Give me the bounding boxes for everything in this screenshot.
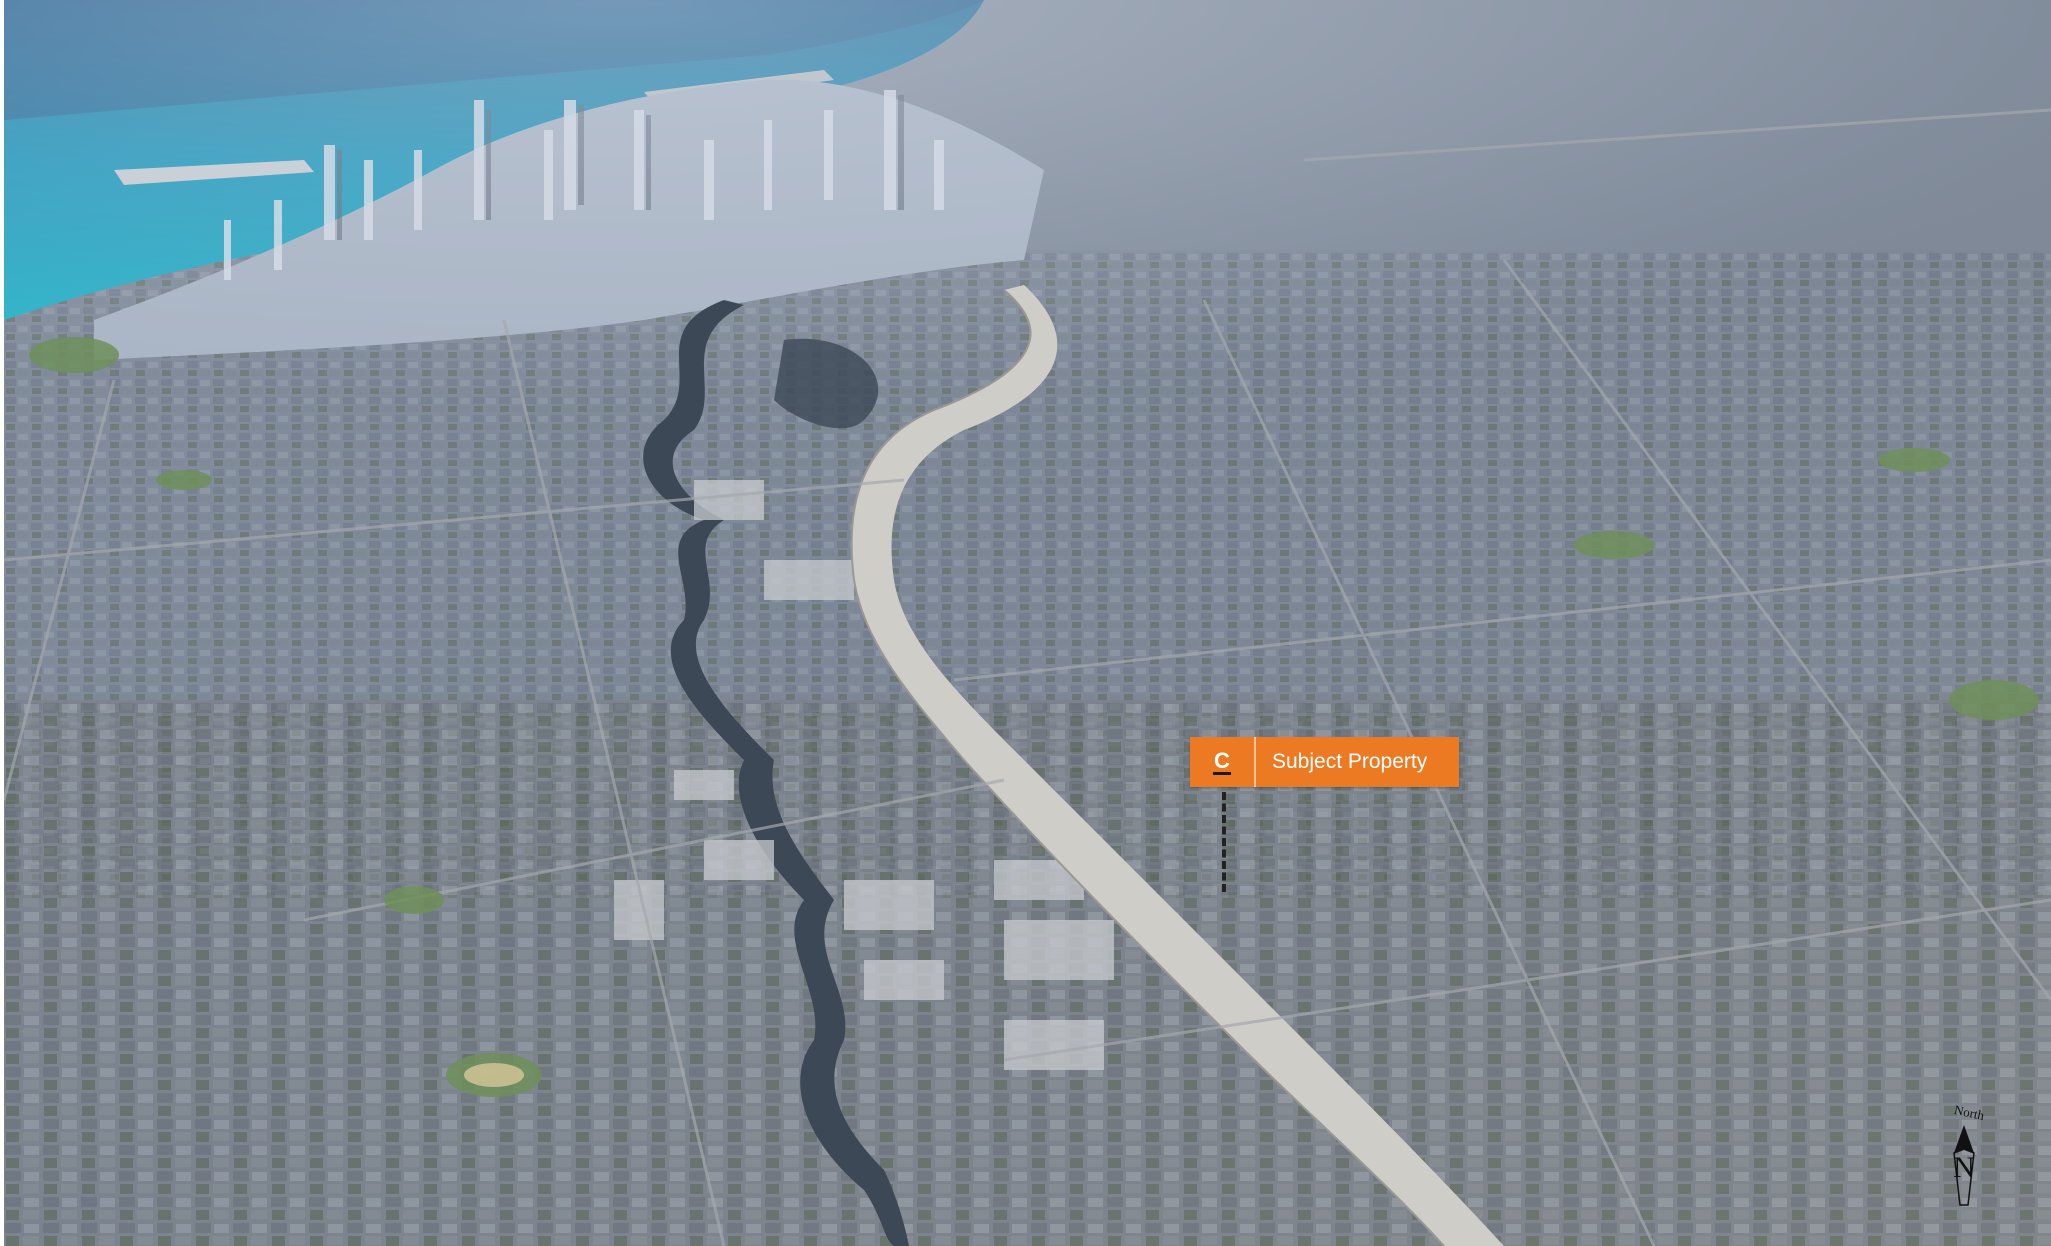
brand-logo-icon: C [1190,737,1256,787]
north-arrow: North N [1920,1102,2010,1215]
svg-text:N: N [1953,1151,1975,1184]
aerial-photo [4,0,2051,1246]
compass-icon: N [1953,1125,1975,1206]
subject-property-callout: C Subject Property [1190,737,1460,787]
callout-leader-line [1222,792,1226,892]
subject-property-label: Subject Property [1256,737,1460,787]
svg-text:C: C [1214,748,1230,773]
